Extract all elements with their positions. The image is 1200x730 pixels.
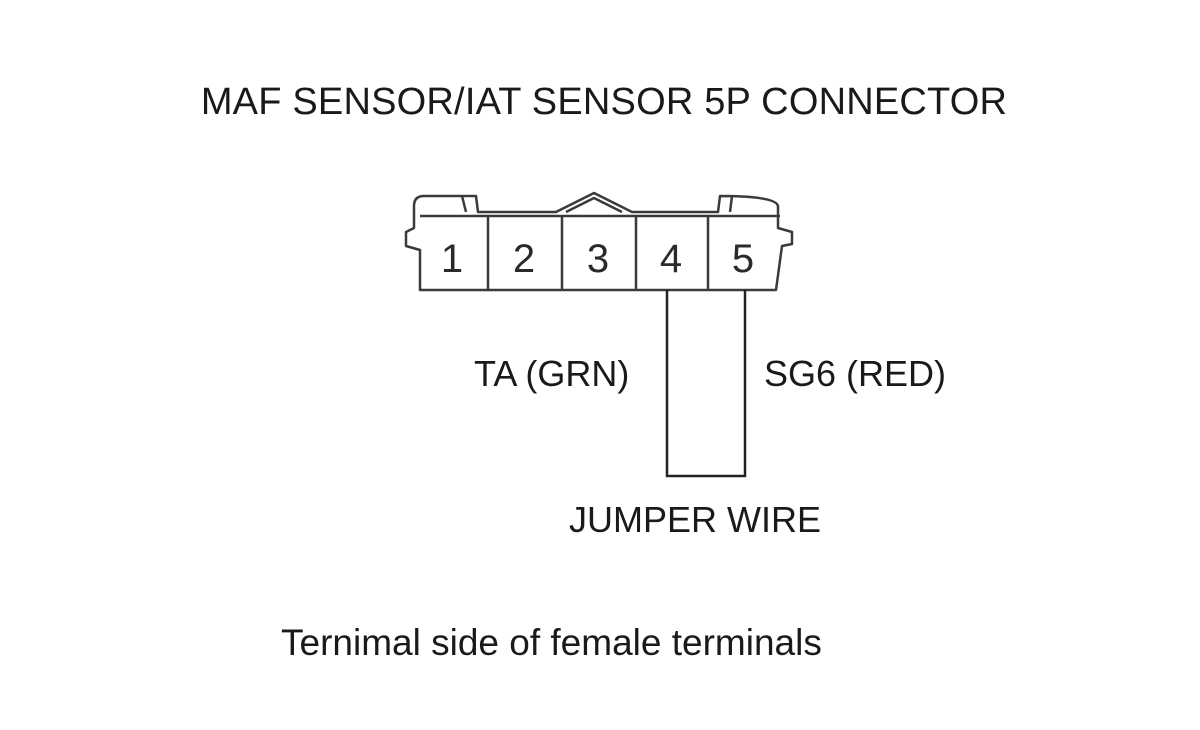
wire-label-sg6: SG6 (RED) xyxy=(764,353,947,394)
pin-labels: 1 2 3 4 5 xyxy=(441,237,754,281)
pin-label: 1 xyxy=(441,237,463,281)
pin-label: 3 xyxy=(587,237,609,281)
pin-label: 5 xyxy=(732,237,754,281)
connector-body xyxy=(404,191,794,292)
wire-label-ta: TA (GRN) xyxy=(474,353,630,394)
jumper-wire-label: JUMPER WIRE xyxy=(569,499,821,540)
jumper-wire xyxy=(665,290,747,478)
pin-label: 2 xyxy=(513,237,535,281)
diagram-caption: Ternimal side of female terminals xyxy=(281,622,822,663)
pin-label: 4 xyxy=(660,237,682,281)
diagram-title: MAF SENSOR/IAT SENSOR 5P CONNECTOR xyxy=(200,81,1008,123)
